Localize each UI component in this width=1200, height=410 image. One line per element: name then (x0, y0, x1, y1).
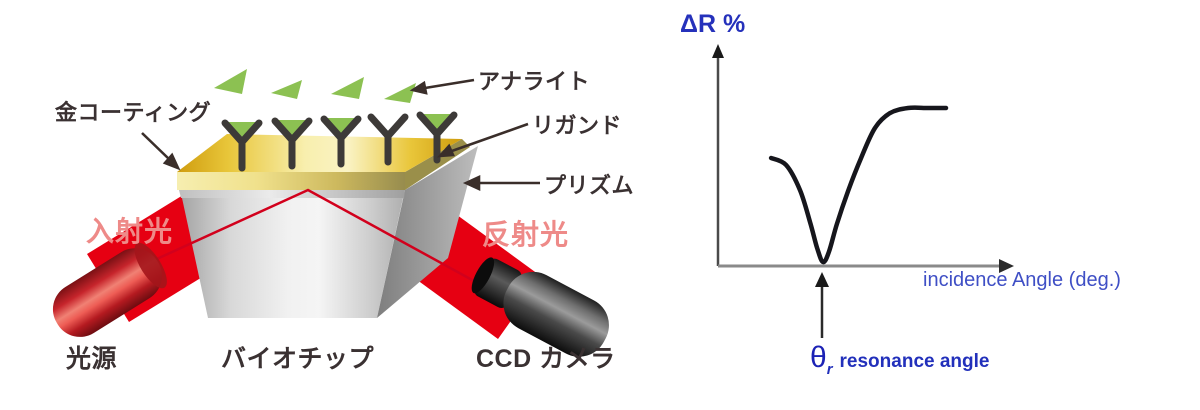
resonance-angle-arrowhead (815, 272, 829, 287)
analyte-triangle (214, 69, 247, 94)
ligand-y (271, 117, 313, 170)
gold-coating-arrow (141, 132, 171, 161)
theta-subscript: r (826, 361, 833, 378)
gold-layer-front (177, 172, 405, 190)
spr-response-chart (712, 44, 1014, 338)
y-axis-arrowhead (712, 44, 724, 58)
label-ligand: リガンド (532, 113, 623, 138)
ligand-arrow (448, 122, 529, 154)
resonance-angle-annotation: θr resonance angle (810, 341, 990, 378)
label-reflected-light: 反射光 (482, 219, 570, 250)
ligand-y (221, 119, 263, 172)
glass-strip (179, 190, 405, 198)
prism-front-face (182, 198, 403, 318)
label-light-source: 光源 (66, 345, 118, 373)
light-ray (147, 188, 506, 300)
label-ccd-camera: CCD カメラ (476, 345, 616, 373)
ligand-y (416, 111, 458, 164)
ligand-y (320, 115, 362, 168)
gold-layer-side (405, 139, 470, 190)
prism-right-face (377, 146, 478, 318)
ligand-arrowhead (436, 143, 455, 158)
theta-symbol: θ (810, 341, 827, 374)
spr-response-curve (768, 105, 949, 265)
analyte-arrowhead (409, 80, 428, 95)
resonance-angle-text: resonance angle (839, 351, 990, 372)
gold-coating-arrowhead (162, 152, 181, 171)
light-source-cylinder (52, 242, 167, 337)
analyte-triangle (384, 83, 416, 103)
label-analyte: アナライト (478, 69, 591, 94)
analyte-triangle (271, 80, 302, 99)
analyte-triangle (331, 77, 364, 99)
label-biochip: バイオチップ (221, 345, 375, 373)
x-axis-label: incidence Angle (deg.) (923, 269, 1121, 291)
biochip-diagram (52, 69, 609, 357)
ccd-camera-cylinder (471, 257, 609, 357)
x-axis-arrowhead (999, 259, 1014, 273)
label-gold-coating: 金コーティング (55, 100, 212, 125)
ligand-y (367, 113, 409, 166)
prism-arrowhead (462, 174, 481, 192)
label-prism: プリズム (544, 173, 635, 198)
y-axis-label: ΔR % (680, 10, 746, 38)
analyte-arrow (424, 78, 475, 90)
label-incident-light: 入射光 (86, 216, 174, 247)
